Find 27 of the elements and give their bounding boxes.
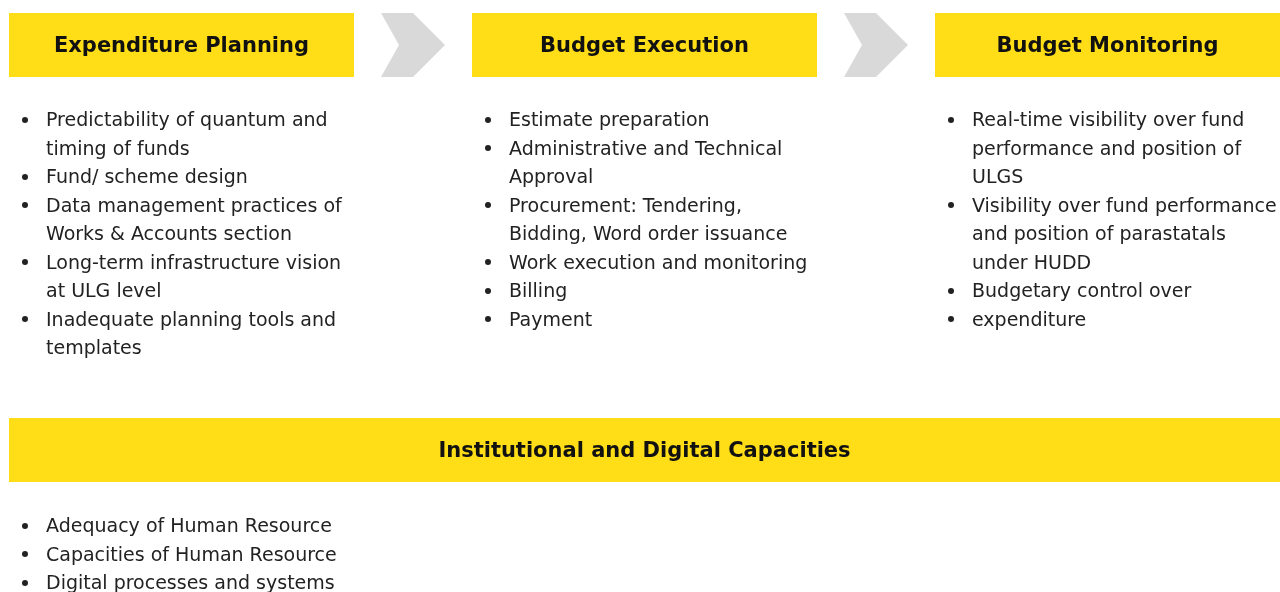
bullet-item: Data management practices of Works & Accounts section [9, 190, 354, 248]
bullet-item: Estimate preparation [472, 105, 817, 134]
bullet-item: expenditure [935, 304, 1280, 333]
stage-header-box [472, 13, 817, 77]
chevron-arrow [381, 13, 445, 77]
stage-header-box [9, 13, 354, 77]
bullet-item: Administrative and Technical Approval [472, 133, 817, 191]
bullet-item: Fund/ scheme design [9, 162, 354, 191]
bullet-item: Budgetary control over [935, 276, 1280, 305]
bullet-item: Real-time visibility over fund performance and position of ULGS [935, 105, 1280, 191]
stage-title: Budget Execution [540, 33, 749, 57]
bullet-item: Payment [472, 304, 817, 333]
stage-title: Expenditure Planning [53, 33, 310, 57]
bullet-item: Inadequate planning tools and templates [9, 304, 354, 362]
bullet-item: Adequacy of Human Resource [9, 511, 509, 540]
stage-header-box [9, 418, 1280, 482]
bullet-item: Capacities of Human Resource [9, 539, 509, 568]
stage-header-box [935, 13, 1280, 77]
bullet-item: Procurement: Tendering, Bidding, Word order issuance [472, 190, 817, 248]
chevron-arrow [844, 13, 908, 77]
stage-title: Institutional and Digital Capacities [438, 438, 851, 462]
bullet-item: Work execution and monitoring [472, 247, 817, 276]
stage-title: Budget Monitoring [996, 33, 1219, 57]
bullet-item: Visibility over fund performance and position of parastatals under HUDD [935, 190, 1280, 276]
bullet-item: Long-term infrastructure vision at ULG level [9, 247, 354, 305]
bullet-item: Predictability of quantum and timing of funds [9, 105, 354, 162]
bullet-item: Billing [472, 276, 817, 305]
